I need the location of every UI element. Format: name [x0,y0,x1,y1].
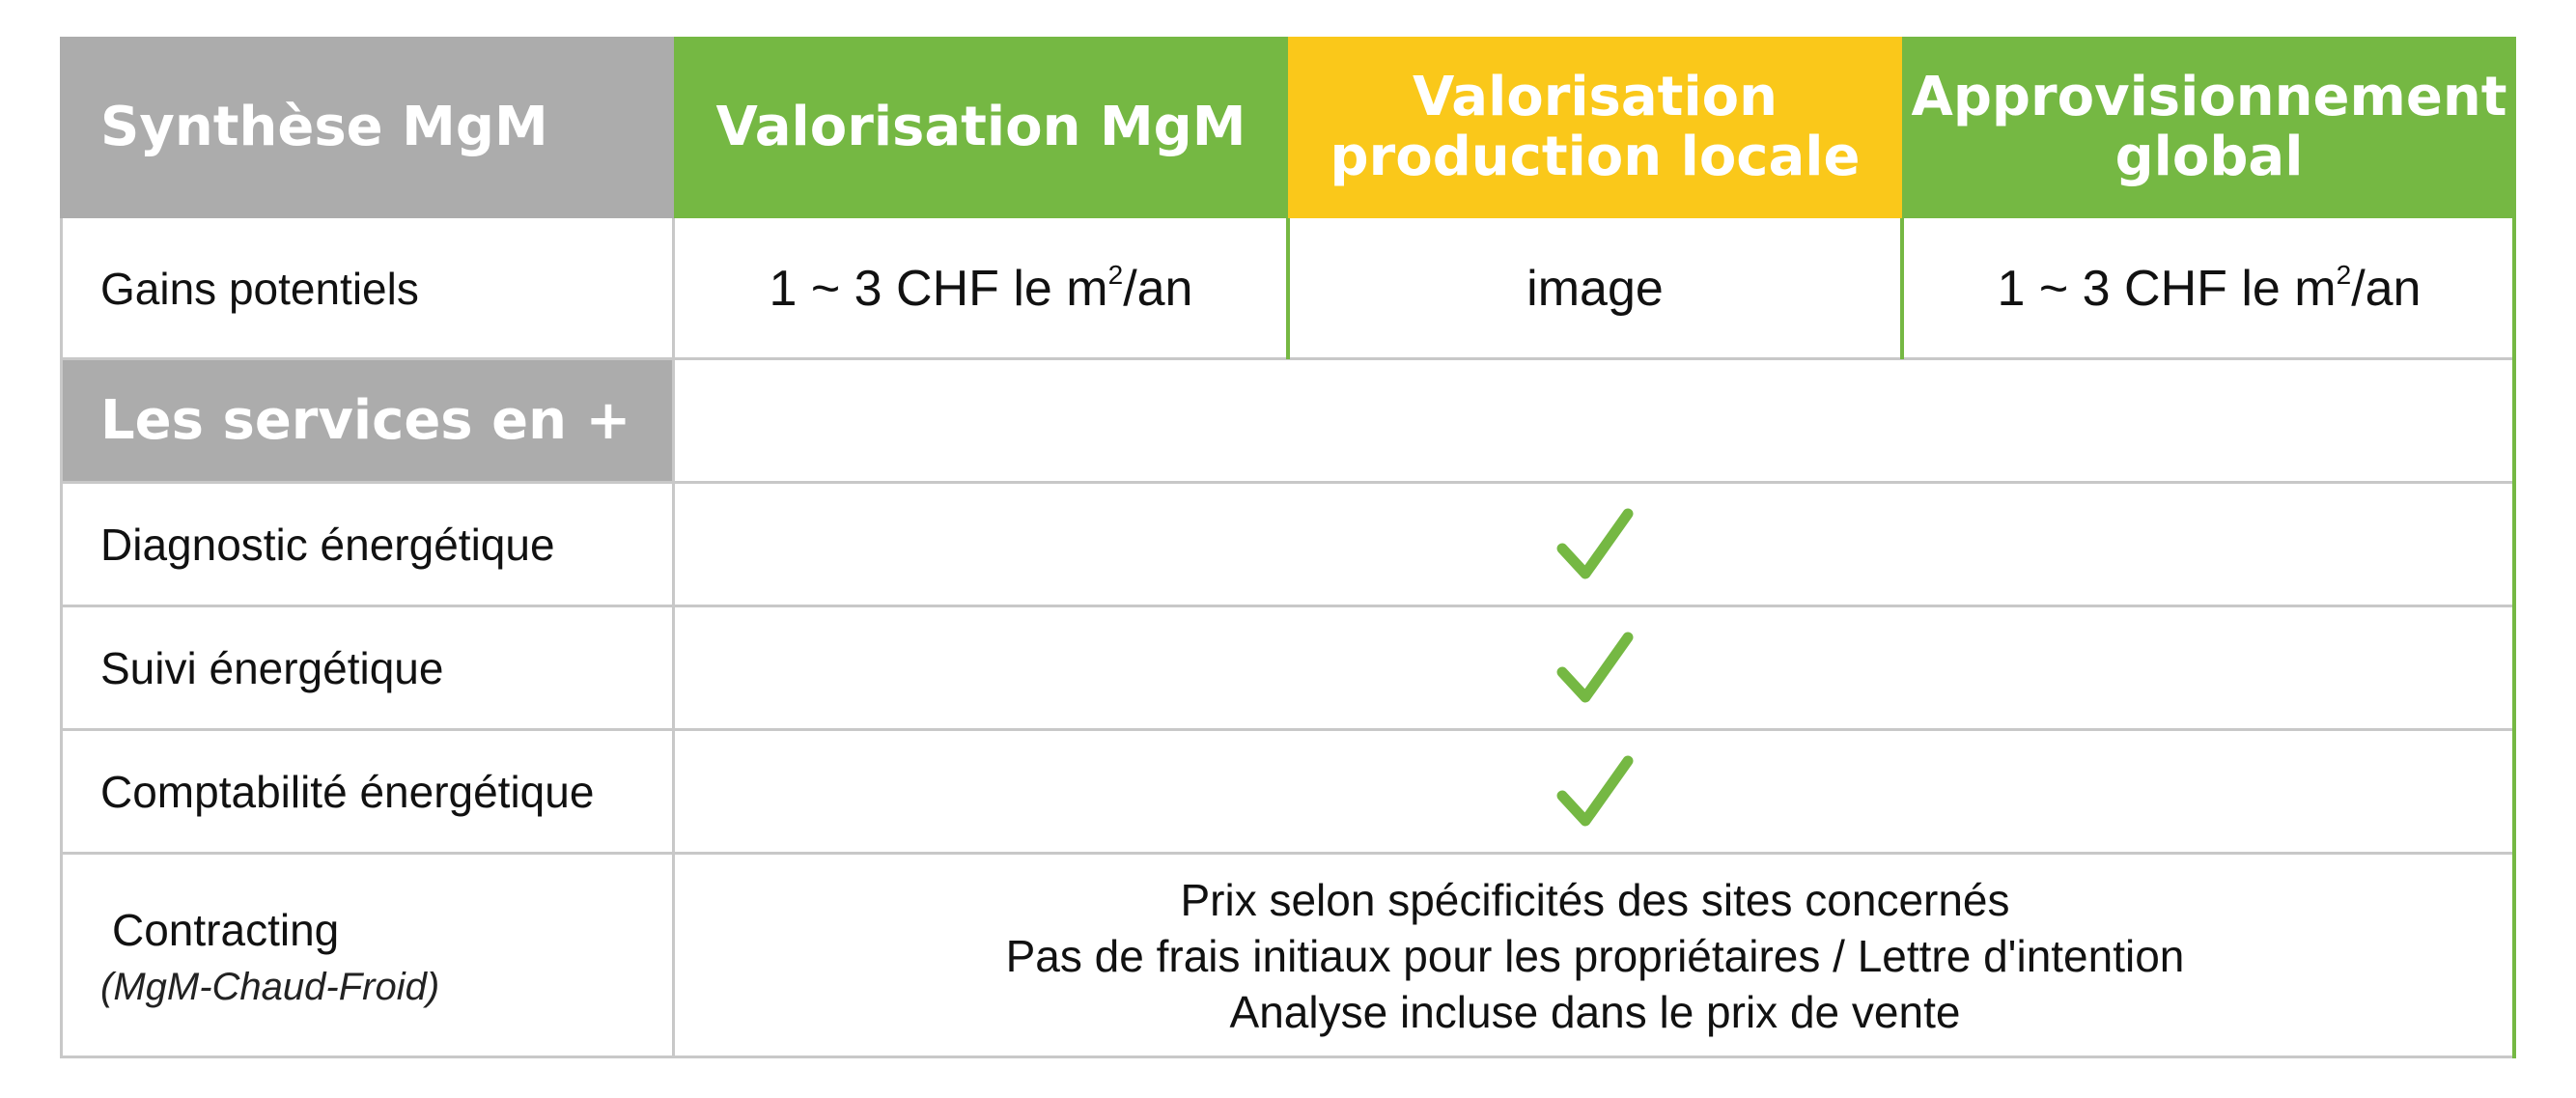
service-label-text: Comptabilité énergétique [100,767,595,817]
checkmark-icon [1556,632,1634,703]
contracting-label-text: Contracting [112,904,340,955]
row-divider [60,605,2516,607]
gains-value-production-locale: image [1288,218,1902,359]
contracting-details: Prix selon spécificités des sites concer… [674,854,2516,1058]
service-row-label: Comptabilité énergétique [60,730,674,854]
column-divider [672,218,675,1058]
service-label-text: Diagnostic énergétique [100,520,555,570]
header-col-approvisionnement: Approvisionnement global [1902,37,2516,218]
row-divider [60,852,2516,855]
table-border-left [60,218,63,1058]
header-corner: Synthèse MgM [60,37,674,218]
service-label-text: Suivi énergétique [100,643,444,693]
contracting-label: Contracting (MgM-Chaud-Froid) [60,854,674,1058]
row-divider [60,728,2516,731]
contracting-line: Analyse incluse dans le prix de vente [1229,987,1961,1037]
checkmark-icon [1556,755,1634,827]
synthesis-table: Synthèse MgM Valorisation MgM Valorisati… [60,37,2516,1058]
column-divider-green [1900,218,1904,359]
gains-value-text: 1 ~ 3 CHF le m2/an [770,260,1193,318]
services-title: Les services en + [60,359,674,483]
gains-value-sup: 2 [1107,260,1124,290]
services-title-text: Les services en + [100,389,631,452]
gains-value-approvisionnement: 1 ~ 3 CHF le m2/an [1902,218,2516,359]
header-corner-label: Synthèse MgM [100,96,548,158]
contracting-line: Pas de frais initiaux pour les propriéta… [1005,931,2185,981]
header-col-label-line: Valorisation [1413,66,1778,128]
header-col-valorisation-mgm: Valorisation MgM [674,37,1288,218]
row-divider [60,1056,2516,1058]
gains-value-text: 1 ~ 3 CHF le m2/an [1998,260,2422,318]
checkmark-icon [1556,508,1634,579]
gains-label-text: Gains potentiels [100,264,419,314]
header-col-production-locale: Valorisation production locale [1288,37,1902,218]
gains-value-main: 1 ~ 3 CHF le m [1997,261,2337,317]
service-row-check [674,483,2516,606]
gains-value-suffix: /an [1123,261,1193,317]
service-row-check [674,606,2516,730]
header-col-label-line: Approvisionnement [1911,66,2507,128]
contracting-note: (MgM-Chaud-Froid) [100,965,440,1008]
gains-value-main: 1 ~ 3 CHF le m [769,261,1108,317]
header-col-label: Valorisation MgM [715,96,1246,158]
header-col-label-line: global [2114,126,2304,188]
column-divider-green [1286,218,1290,359]
service-row-label: Suivi énergétique [60,606,674,730]
gains-value-valorisation: 1 ~ 3 CHF le m2/an [674,218,1288,359]
header-col-label-line: production locale [1330,126,1861,188]
row-divider [60,481,2516,484]
gains-label: Gains potentiels [60,218,674,359]
gains-value-sup: 2 [2336,260,2352,290]
gains-value-main: image [1526,261,1664,317]
service-row-label: Diagnostic énergétique [60,483,674,606]
gains-value-suffix: /an [2351,261,2422,317]
table-border-right [2512,37,2516,1058]
contracting-line: Prix selon spécificités des sites concer… [1180,875,2010,925]
service-row-check [674,730,2516,854]
